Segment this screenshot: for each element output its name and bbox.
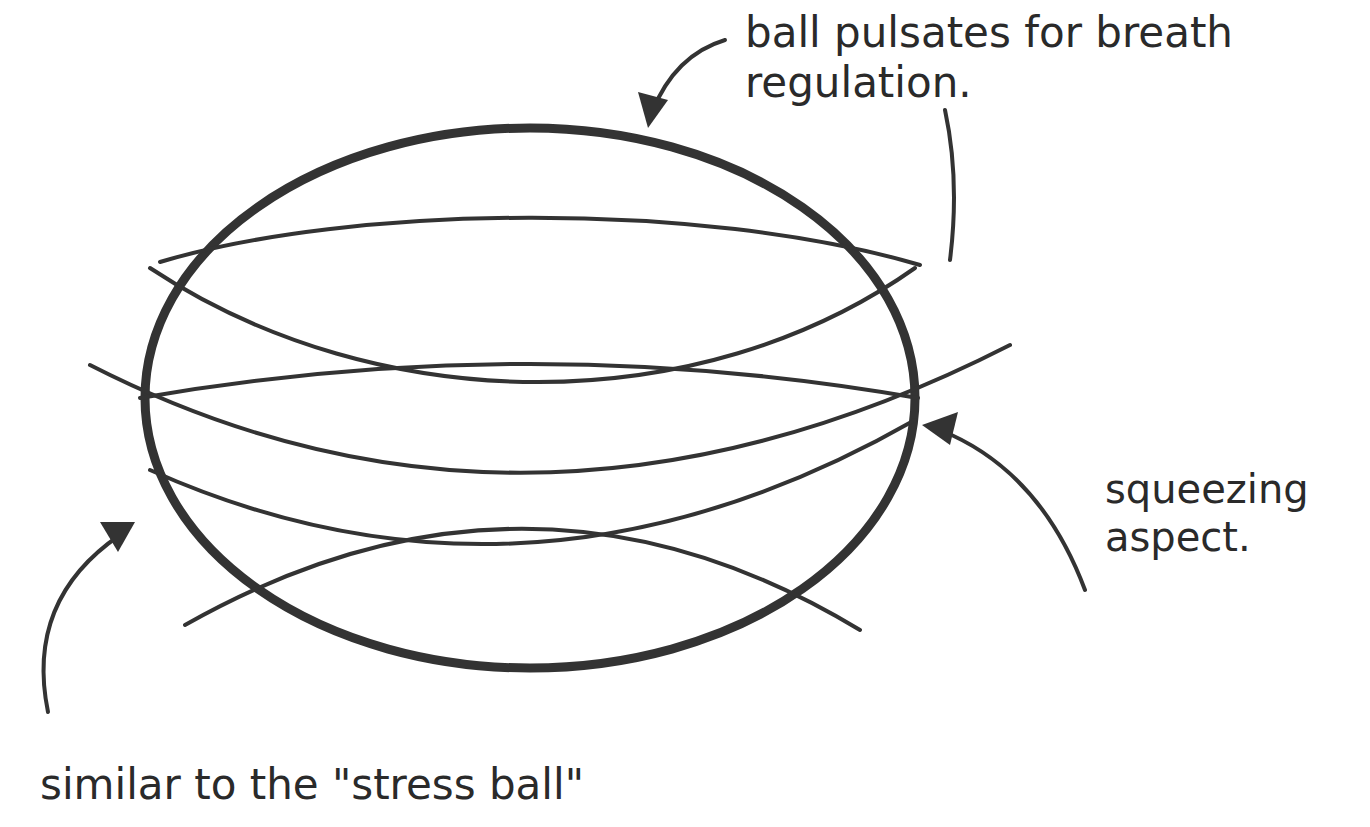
ball-outline	[145, 128, 915, 668]
arrowheads	[100, 92, 958, 552]
ball-line	[160, 218, 920, 265]
squeeze-note: squeezing aspect.	[1105, 465, 1350, 561]
breath-note: ball pulsates for breath regulation.	[745, 8, 1345, 109]
ball-drawing	[90, 128, 1010, 668]
ball-line	[140, 364, 918, 398]
ball-line	[90, 345, 1010, 473]
leader-line	[940, 430, 1085, 590]
bracket-hook	[945, 110, 954, 260]
ball-line	[150, 420, 915, 544]
leader-line	[44, 535, 120, 712]
arrowhead	[922, 412, 958, 445]
leader-lines	[44, 40, 1085, 712]
arrowhead	[100, 522, 135, 552]
arrowhead	[638, 92, 668, 128]
stress-ball-note: similar to the "stress ball"	[40, 760, 940, 810]
ball-line	[185, 529, 860, 630]
